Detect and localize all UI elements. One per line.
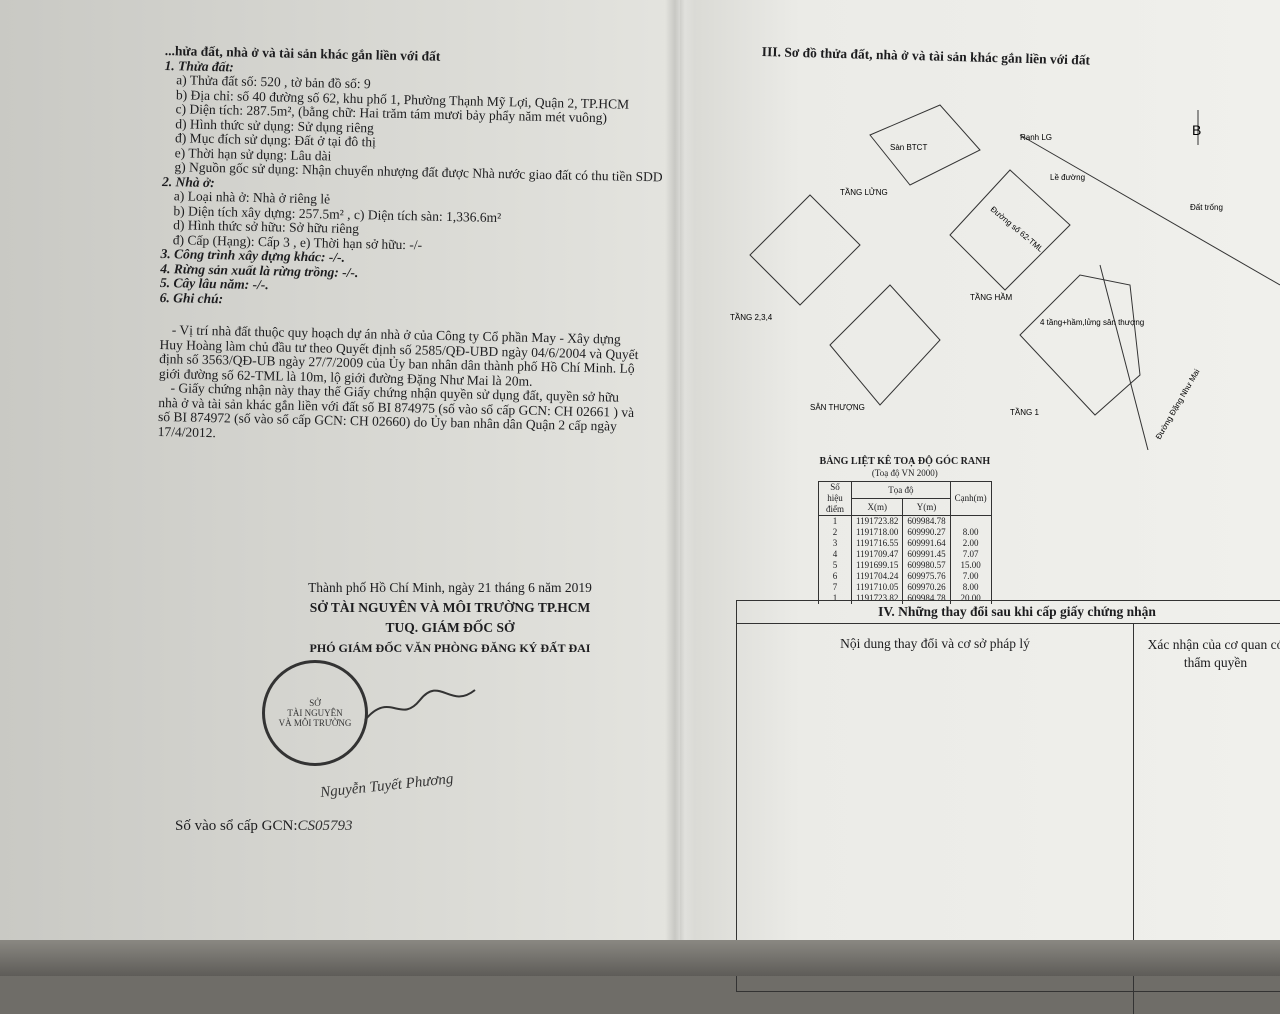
floor-mezzanine <box>869 104 981 186</box>
coord-cell-y: 609991.64 <box>902 538 951 549</box>
floor-1 <box>1019 274 1141 416</box>
coords-subtitle: (Toạ độ VN 2000) <box>871 468 938 478</box>
coord-cell-c: 7.00 <box>949 571 992 582</box>
land-diagram: Sàn BTCT TẦNG LỬNG TẦNG 2,3,4 TẦNG HẦM S… <box>730 104 1280 450</box>
authority: TUQ. GIÁM ĐỐC SỞ <box>385 620 515 635</box>
coord-cell-p: 6 <box>818 571 852 582</box>
coordinates-table: BẢNG LIỆT KÊ TOẠ ĐỘ GÓC RANH (Toạ độ VN … <box>818 456 992 604</box>
label-tang-1: TẦNG 1 <box>1010 407 1039 417</box>
coord-cell-c: 15.00 <box>949 560 992 571</box>
coord-cell-p: 1 <box>818 515 852 527</box>
left-page <box>0 0 680 950</box>
coord-cell-x: 1191716.55 <box>850 538 904 549</box>
coord-cell-y: 609984.78 <box>902 593 951 604</box>
coord-cell-c: 8.00 <box>949 527 992 538</box>
coord-cell-y: 609975.76 <box>902 571 951 582</box>
coord-cell-c: 20.00 <box>949 593 992 604</box>
label-building: 4 tầng+hầm,lửng sân thượng <box>1040 318 1144 327</box>
coord-cell-c: 8.00 <box>949 582 992 593</box>
label-duong-dnm: Đường Đặng Như Mai <box>1154 367 1202 441</box>
floor-basement <box>949 169 1071 291</box>
floor-roof <box>829 284 941 406</box>
coord-cell-x: 1191709.47 <box>850 549 904 560</box>
road-dnm <box>1099 264 1149 450</box>
changes-title: IV. Những thay đổi sau khi cấp giấy chứn… <box>737 601 1280 624</box>
changes-content-header: Nội dung thay đổi và cơ sở pháp lý <box>737 624 1134 1014</box>
col-y: Y(m) <box>902 498 951 516</box>
road-62 <box>1019 134 1280 286</box>
coord-cell-p: 3 <box>818 538 852 549</box>
label-le-duong: Lề đường <box>1050 173 1085 182</box>
col-edge: Cạnh(m) <box>949 481 992 516</box>
coord-cell-x: 1191723.82 <box>850 515 904 527</box>
coord-cell-x: 1191718.00 <box>850 527 904 538</box>
changes-section: IV. Những thay đổi sau khi cấp giấy chứn… <box>736 600 1280 1014</box>
coord-cell-x: 1191699.15 <box>850 560 904 571</box>
changes-approval-header: Xác nhận của cơ quan có thẩm quyền <box>1147 637 1280 670</box>
coord-cell-y: 609984.78 <box>902 515 951 527</box>
col-coord: Tọa độ <box>851 481 951 499</box>
gcn-value: CS05793 <box>297 818 353 834</box>
coord-cell-y: 609990.27 <box>902 527 951 538</box>
label-ranh-lg: Ranh LG <box>1020 133 1052 142</box>
label-san-btct: Sàn BTCT <box>890 143 927 152</box>
gcn-number: Số vào sổ cấp GCN:CS05793 <box>175 818 353 835</box>
label-duong-62: Đường số 62-TML <box>989 205 1046 255</box>
deputy-title: PHÓ GIÁM ĐỐC VĂN PHÒNG ĐĂNG KÝ ĐẤT ĐAI <box>309 641 591 655</box>
signature <box>364 689 476 721</box>
coord-cell-y: 609980.57 <box>902 560 951 571</box>
land-info: ...hửa đất, nhà ở và tài sản khác gắn li… <box>160 43 685 316</box>
floor-234 <box>749 194 861 306</box>
coord-cell-y: 609991.45 <box>902 549 951 560</box>
right-page <box>680 0 1280 940</box>
page-fold <box>665 0 695 950</box>
coord-cell-c: 7.07 <box>949 549 992 560</box>
col-x: X(m) <box>850 498 904 516</box>
coord-cell-x: 1191723.82 <box>850 593 904 604</box>
coords-title: BẢNG LIỆT KÊ TOẠ ĐỘ GÓC RANH <box>819 456 991 467</box>
label-tang-ham: TẦNG HẦM <box>970 292 1013 302</box>
north-label: B <box>1192 122 1201 138</box>
label-tang-lung: TẦNG LỬNG <box>840 187 888 197</box>
col-point: Số hiệu điểm <box>818 481 852 516</box>
notes: - Vị trí nhà đất thuộc quy hoạch dự án n… <box>157 322 640 449</box>
coord-cell-p: 4 <box>818 549 852 560</box>
coord-cell-y: 609970.26 <box>902 582 951 593</box>
label-tang-234: TẦNG 2,3,4 <box>730 312 773 322</box>
label-san-thuong: SÂN THƯỢNG <box>810 403 865 412</box>
coord-cell-p: 2 <box>818 527 852 538</box>
coord-cell-x: 1191704.24 <box>850 571 904 582</box>
coord-cell-c: 2.00 <box>949 538 992 549</box>
desk-surface <box>0 940 1280 976</box>
coord-cell-x: 1191710.05 <box>850 582 904 593</box>
issue-date: Thành phố Hồ Chí Minh, ngày 21 tháng 6 n… <box>308 580 592 595</box>
coord-cell-p: 5 <box>818 560 852 571</box>
signature-block: Thành phố Hồ Chí Minh, ngày 21 tháng 6 n… <box>270 578 630 658</box>
issuing-org: SỞ TÀI NGUYÊN VÀ MÔI TRƯỜNG TP.HCM <box>309 600 591 615</box>
gcn-label: Số vào sổ cấp GCN: <box>175 818 298 834</box>
note-2: - Giấy chứng nhận này thay thế Giấy chứn… <box>157 380 635 440</box>
label-dat-trong: Đất trống <box>1190 203 1223 212</box>
coord-cell-p: 7 <box>818 582 852 593</box>
coord-cell-c <box>949 515 992 527</box>
